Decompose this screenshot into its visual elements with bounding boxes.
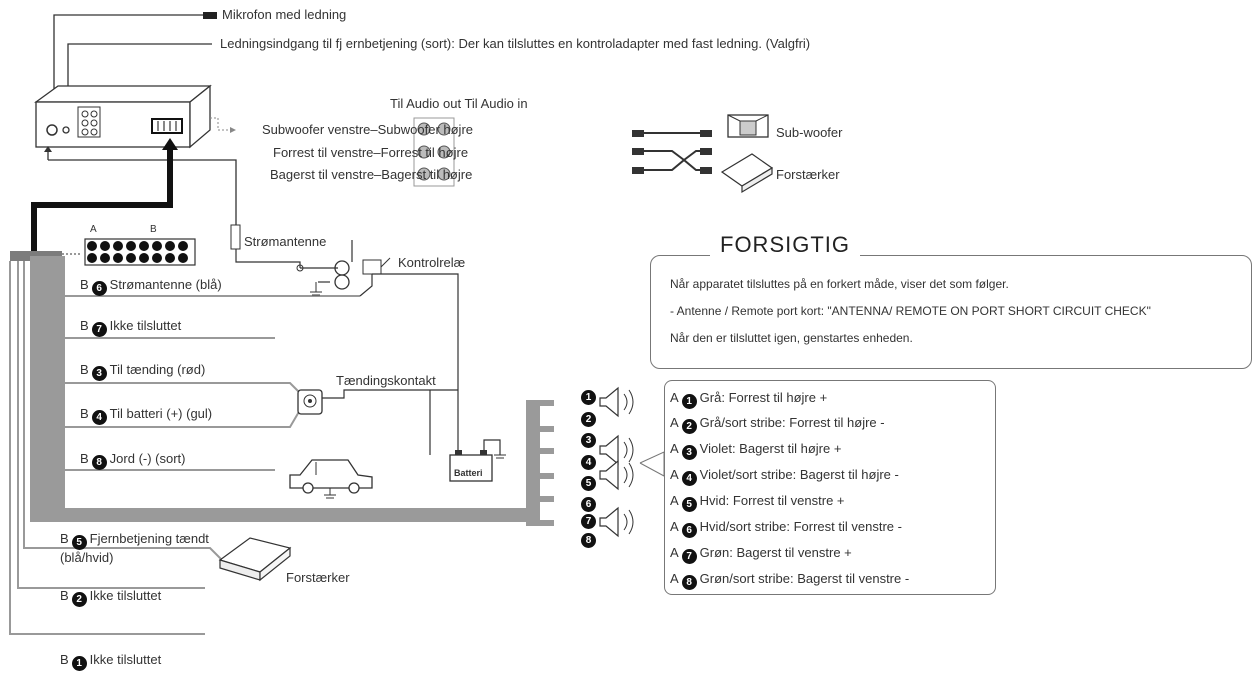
connector-pin (100, 241, 110, 251)
main-harness-black (31, 145, 173, 255)
connector-pin (87, 241, 97, 251)
caution-box (650, 255, 1252, 369)
connector-pin (165, 241, 175, 251)
amplifier-top-label: Forstærker (776, 167, 840, 182)
rca-cable-icon (632, 130, 712, 174)
caution-line-1: Når apparatet tilsluttes på en forkert m… (670, 277, 1009, 291)
connector-pin (152, 253, 162, 263)
wire-b2 (17, 261, 205, 589)
speaker-icon (599, 386, 619, 418)
audio-row-front: Forrest til venstre–Forrest til højre (273, 145, 469, 160)
speaker-marker: 2 (581, 412, 596, 427)
sound-wave-icon (623, 389, 634, 415)
caution-title: FORSIGTIG (710, 232, 860, 258)
speakers-group (599, 386, 634, 538)
speaker-marker: 5 (581, 476, 596, 491)
ignition-switch-icon (297, 389, 323, 415)
connector-pin (100, 253, 110, 263)
speaker-icon (599, 459, 619, 491)
sound-wave-icon (623, 509, 634, 535)
speaker-marker: 3 (581, 433, 596, 448)
relay-battery-wire (372, 273, 459, 455)
head-unit-icon (34, 84, 212, 149)
audio-row-subwoofer: Subwoofer venstre–Subwoofer højre (262, 122, 474, 137)
speaker-icon (599, 506, 619, 538)
microphone-plug-icon (203, 12, 217, 19)
mic-wire (53, 14, 203, 100)
speaker-icon (599, 434, 619, 466)
amplifier-bottom-icon (218, 537, 292, 582)
battery-label: Batteri (454, 468, 483, 478)
antenna-wire (48, 159, 237, 225)
connector-pin (165, 253, 175, 263)
mic-label: Mikrofon med ledning (222, 7, 347, 22)
power-antenna-label: Strømantenne (244, 234, 327, 249)
ignition-switch-label: Tændingskontakt (336, 373, 436, 388)
connector-pin (139, 241, 149, 251)
battery-icon (449, 450, 493, 482)
connector-pin (178, 241, 188, 251)
connector-a-label: A (90, 224, 97, 235)
speaker-marker: 4 (581, 455, 596, 470)
caution-line-3: Når den er tilsluttet igen, genstartes e… (670, 331, 913, 345)
amplifier-top-icon (720, 153, 774, 194)
connector-pin (139, 253, 149, 263)
wire-b1 (9, 261, 205, 635)
rca-jacks-icon (413, 117, 455, 187)
speaker-marker: 1 (581, 390, 596, 405)
caution-line-2: - Antenne / Remote port kort: "ANTENNA/ … (670, 304, 1151, 318)
connector-b-label: B (150, 224, 157, 235)
sound-wave-icon (623, 437, 634, 463)
speaker-marker: 8 (581, 533, 596, 548)
control-relay-icon (334, 257, 391, 290)
connector-pin (126, 253, 136, 263)
subwoofer-icon (727, 114, 769, 138)
sound-wave-icon (623, 462, 634, 488)
subwoofer-label: Sub-woofer (776, 125, 843, 140)
grey-harness (30, 256, 65, 516)
connector-pin (87, 253, 97, 263)
remote-input-label: Ledningsindgang til fj ernbetjening (sor… (220, 36, 811, 51)
speaker-marker: 7 (581, 514, 596, 529)
connector-pin (152, 241, 162, 251)
connector-pin (126, 241, 136, 251)
fuse-icon (230, 224, 241, 250)
amplifier-bottom-label: Forstærker (286, 570, 350, 585)
speaker-marker: 6 (581, 497, 596, 512)
connector-pin (178, 253, 188, 263)
connector-pin (113, 241, 123, 251)
connector-pin (113, 253, 123, 263)
b-pin-5-sub: (blå/hvid) (60, 550, 114, 565)
audio-header: Til Audio out Til Audio in (390, 96, 528, 111)
audio-row-rear: Bagerst til venstre–Bagerst til højre (270, 167, 473, 182)
wire-b5 (23, 261, 231, 569)
speaker-legend-box (664, 380, 996, 595)
car-icon (289, 459, 373, 499)
relay-label: Kontrolrelæ (398, 255, 466, 270)
